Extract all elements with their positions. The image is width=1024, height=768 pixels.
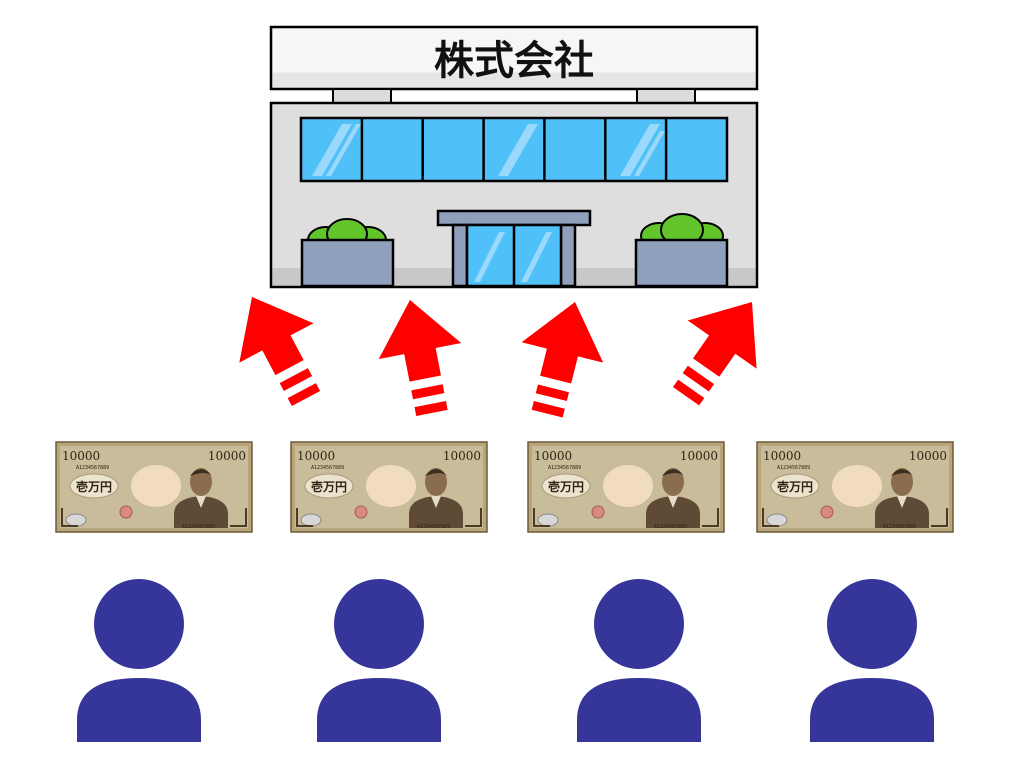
kanji-amount: 壱万円: [311, 479, 347, 494]
planter-left: [300, 218, 395, 288]
portrait: [646, 468, 700, 528]
seal: [119, 505, 133, 519]
denomination-right: 10000: [680, 449, 718, 463]
kanji-badge: [304, 473, 354, 499]
arrow-1: [214, 277, 344, 419]
sign-support-left: [332, 88, 392, 104]
serial-top: A1234567889: [777, 465, 810, 471]
kanji-badge: [541, 473, 591, 499]
kanji-amount: 壱万円: [548, 479, 584, 494]
kanji-amount: 壱万円: [76, 479, 112, 494]
planter-right: [634, 213, 729, 288]
denomination-right: 10000: [443, 449, 481, 463]
serial-bottom: A1234567889: [654, 524, 687, 530]
watermark-oval: [832, 465, 882, 507]
kanji-badge: [770, 473, 820, 499]
arrows: [214, 277, 787, 424]
denomination-left: 10000: [763, 449, 801, 463]
window-band: [299, 116, 729, 183]
watermark-oval: [366, 465, 416, 507]
company-building: 株式会社: [269, 25, 759, 289]
portrait: [409, 468, 463, 528]
serial-bottom: A1234567889: [182, 524, 215, 530]
person-1: [77, 579, 201, 742]
hologram: [537, 513, 559, 527]
arrow-4: [651, 277, 787, 421]
serial-bottom: A1234567889: [883, 524, 916, 530]
portrait: [875, 468, 929, 528]
entrance: [436, 209, 592, 288]
serial-top: A1234567889: [311, 465, 344, 471]
seal: [820, 505, 834, 519]
hologram: [300, 513, 322, 527]
denomination-right: 10000: [208, 449, 246, 463]
people: [77, 579, 934, 742]
seal: [354, 505, 368, 519]
company-sign: 株式会社: [269, 25, 759, 91]
company-name: 株式会社: [434, 38, 594, 84]
portrait: [174, 468, 228, 528]
person-4: [810, 579, 934, 742]
watermark-oval: [603, 465, 653, 507]
person-3: [577, 579, 701, 742]
serial-top: A1234567889: [76, 465, 109, 471]
arrow-3: [506, 291, 616, 424]
kanji-badge: [69, 473, 119, 499]
kanji-amount: 壱万円: [777, 479, 813, 494]
denomination-left: 10000: [297, 449, 335, 463]
seal: [591, 505, 605, 519]
serial-top: A1234567889: [548, 465, 581, 471]
denomination-left: 10000: [534, 449, 572, 463]
serial-bottom: A1234567889: [417, 524, 450, 530]
hologram: [65, 513, 87, 527]
hologram: [766, 513, 788, 527]
person-2: [317, 579, 441, 742]
denomination-right: 10000: [909, 449, 947, 463]
arrow-2: [368, 291, 474, 421]
denomination-left: 10000: [62, 449, 100, 463]
sign-support-right: [636, 88, 696, 104]
watermark-oval: [131, 465, 181, 507]
